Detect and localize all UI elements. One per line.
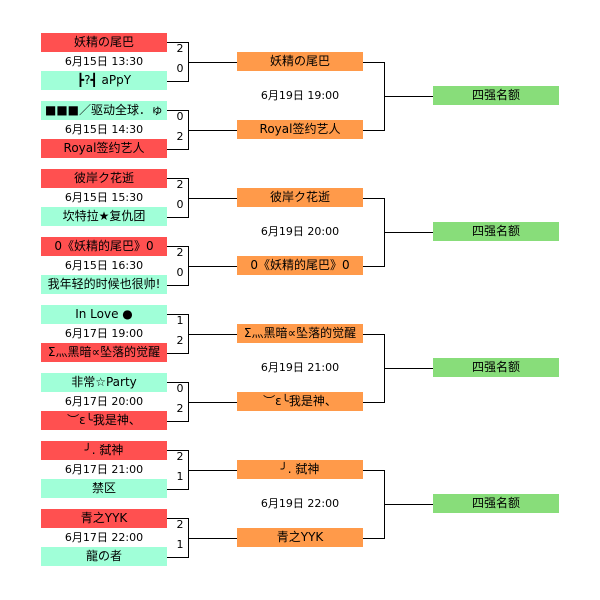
round2-team-top[interactable]: ╯. 弑神: [237, 460, 363, 479]
team-bottom[interactable]: 坎特拉★复仇团: [41, 207, 167, 226]
team-bottom[interactable]: ︶ε╰我是神、: [41, 411, 167, 430]
bracket-line: [167, 450, 189, 451]
team-top[interactable]: 彼岸ク花逝: [41, 169, 167, 188]
match-date: 6月17日 21:00: [64, 463, 144, 476]
bracket-line: [188, 198, 237, 199]
bracket-line: [363, 198, 384, 199]
round2-date: 6月19日 22:00: [260, 497, 340, 510]
score-bottom: 1: [176, 470, 184, 483]
round2-date: 6月19日 21:00: [260, 361, 340, 374]
bracket-line: [167, 314, 189, 315]
score-top: 2: [176, 450, 184, 463]
bracket-line: [384, 96, 433, 97]
bracket-line: [384, 504, 433, 505]
bracket-line: [188, 402, 237, 403]
bracket-line: [167, 81, 189, 82]
score-top: 2: [176, 178, 184, 191]
team-bottom[interactable]: ┣?┫ aPpY: [41, 71, 167, 90]
bracket-line: [384, 368, 433, 369]
semifinal-slot: 四强名额: [433, 222, 559, 241]
bracket-line: [188, 130, 237, 131]
score-bottom: 0: [176, 198, 184, 211]
bracket-line: [188, 334, 237, 335]
score-top: 0: [176, 110, 184, 123]
bracket-line: [167, 110, 189, 111]
bracket-line: [363, 62, 384, 63]
match-date: 6月15日 14:30: [64, 123, 144, 136]
team-top[interactable]: 青之YYK: [41, 509, 167, 528]
bracket-line: [363, 334, 384, 335]
bracket-line: [363, 402, 384, 403]
match-date: 6月15日 16:30: [64, 259, 144, 272]
team-top[interactable]: In Love ●: [41, 305, 167, 324]
match-date: 6月17日 20:00: [64, 395, 144, 408]
team-bottom[interactable]: Σ灬黑暗∝坠落的觉醒: [41, 343, 167, 362]
bracket-line: [167, 382, 189, 383]
bracket-line: [188, 538, 237, 539]
score-bottom: 2: [176, 402, 184, 415]
bracket-line: [363, 266, 384, 267]
score-top: 2: [176, 42, 184, 55]
bracket-line: [167, 353, 189, 354]
round2-team-top[interactable]: Σ灬黑暗∝坠落的觉醒: [237, 324, 363, 343]
round2-team-bottom[interactable]: 青之YYK: [237, 528, 363, 547]
team-top[interactable]: 0《妖精的尾巴》0: [41, 237, 167, 256]
semifinal-slot: 四强名额: [433, 358, 559, 377]
bracket-line: [167, 421, 189, 422]
team-bottom[interactable]: Royal签约艺人: [41, 139, 167, 158]
bracket-line: [167, 149, 189, 150]
bracket-line: [384, 232, 433, 233]
team-top[interactable]: ╯. 弑神: [41, 441, 167, 460]
round2-team-top[interactable]: 彼岸ク花逝: [237, 188, 363, 207]
team-top[interactable]: 非常☆Party: [41, 373, 167, 392]
round2-team-bottom[interactable]: ︶ε╰我是神、: [237, 392, 363, 411]
team-top[interactable]: ■■■／驱动全球．ゅ: [41, 101, 167, 120]
bracket-line: [188, 470, 237, 471]
team-bottom[interactable]: 我年轻的时候也很帅!: [41, 275, 167, 294]
bracket-line: [363, 130, 384, 131]
match-date: 6月17日 19:00: [64, 327, 144, 340]
score-bottom: 1: [176, 538, 184, 551]
match-date: 6月17日 22:00: [64, 531, 144, 544]
bracket-line: [167, 178, 189, 179]
bracket-line: [167, 217, 189, 218]
team-bottom[interactable]: 禁区: [41, 479, 167, 498]
semifinal-slot: 四强名额: [433, 86, 559, 105]
bracket-line: [363, 538, 384, 539]
bracket-line: [167, 285, 189, 286]
bracket-line: [167, 557, 189, 558]
round2-team-bottom[interactable]: 0《妖精的尾巴》0: [237, 256, 363, 275]
round2-date: 6月19日 20:00: [260, 225, 340, 238]
score-bottom: 2: [176, 130, 184, 143]
round2-team-top[interactable]: 妖精の尾巴: [237, 52, 363, 71]
score-bottom: 0: [176, 62, 184, 75]
score-top: 2: [176, 246, 184, 259]
semifinal-slot: 四强名额: [433, 494, 559, 513]
score-top: 1: [176, 314, 184, 327]
score-top: 0: [176, 382, 184, 395]
score-top: 2: [176, 518, 184, 531]
bracket-line: [188, 266, 237, 267]
round2-team-bottom[interactable]: Royal签约艺人: [237, 120, 363, 139]
bracket-line: [167, 518, 189, 519]
team-bottom[interactable]: 龍の者: [41, 547, 167, 566]
bracket-line: [363, 470, 384, 471]
match-date: 6月15日 13:30: [64, 55, 144, 68]
score-bottom: 2: [176, 334, 184, 347]
round2-date: 6月19日 19:00: [260, 89, 340, 102]
bracket-line: [167, 489, 189, 490]
match-date: 6月15日 15:30: [64, 191, 144, 204]
bracket-line: [188, 62, 237, 63]
bracket-line: [167, 42, 189, 43]
score-bottom: 0: [176, 266, 184, 279]
team-top[interactable]: 妖精の尾巴: [41, 33, 167, 52]
bracket-line: [167, 246, 189, 247]
